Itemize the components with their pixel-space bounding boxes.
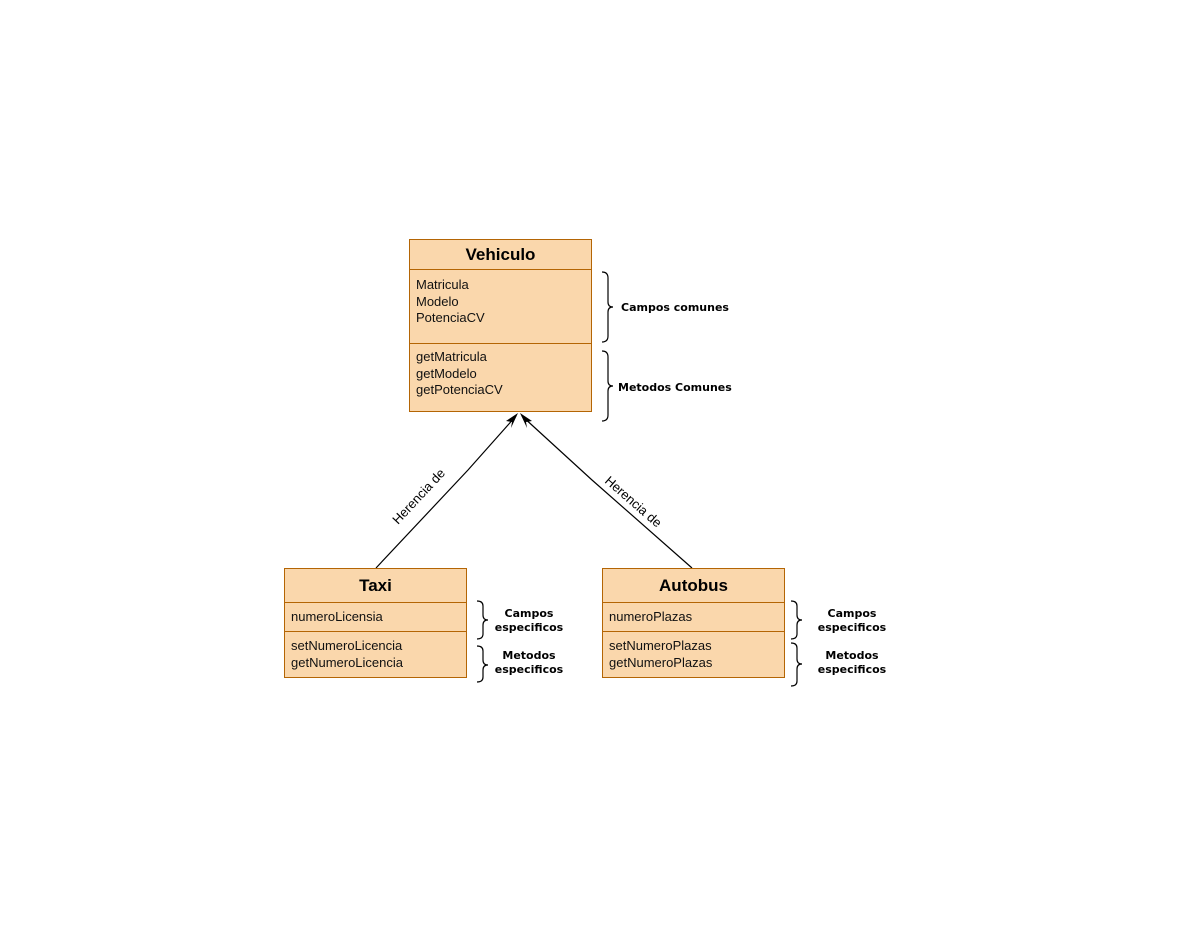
- note-line: Campos: [504, 607, 554, 620]
- class-title: Taxi: [285, 569, 466, 603]
- note-line: especificos: [494, 663, 564, 676]
- methods-compartment: getMatricula getModelo getPotenciaCV: [410, 343, 591, 402]
- field-item: numeroPlazas: [609, 609, 693, 624]
- edge-autobus-to-vehiculo[interactable]: [521, 415, 693, 569]
- edge-label-autobus: Herencia de: [602, 473, 665, 530]
- method-item: getModelo: [416, 365, 477, 381]
- methods-compartment: setNumeroLicencia getNumeroLicencia: [285, 631, 466, 674]
- edge-label-taxi: Herencia de: [389, 466, 448, 528]
- note-line: Metodos: [502, 649, 556, 662]
- note-taxi-fields: Campos especificos: [493, 607, 565, 635]
- class-autobus[interactable]: Autobus numeroPlazas setNumeroPlazas get…: [602, 568, 785, 678]
- method-item: setNumeroPlazas: [609, 638, 712, 653]
- method-item: getNumeroLicencia: [291, 654, 404, 670]
- method-item: getMatricula: [416, 349, 487, 364]
- note-autobus-methods: Metodos especificos: [815, 649, 889, 677]
- arrowhead-icon: [506, 413, 518, 428]
- brace-icon: [790, 642, 803, 687]
- note-line: Metodos: [825, 649, 879, 662]
- field-item: numeroLicensia: [291, 609, 383, 624]
- field-item: Matricula: [416, 277, 469, 292]
- fields-compartment: Matricula Modelo PotenciaCV: [410, 270, 591, 343]
- method-item: getPotenciaCV: [416, 382, 503, 397]
- method-item: setNumeroLicencia: [291, 638, 403, 653]
- method-item: getNumeroPlazas: [609, 654, 713, 670]
- fields-compartment: numeroLicensia: [285, 603, 466, 631]
- brace-icon: [476, 600, 489, 640]
- note-taxi-methods: Metodos especificos: [493, 649, 565, 677]
- brace-icon: [790, 600, 803, 640]
- brace-icon: [601, 271, 614, 343]
- note-line: especificos: [494, 621, 564, 634]
- note-line: Campos: [827, 607, 877, 620]
- edge-taxi-to-vehiculo[interactable]: [375, 415, 517, 569]
- class-title: Autobus: [603, 569, 784, 603]
- class-taxi[interactable]: Taxi numeroLicensia setNumeroLicencia ge…: [284, 568, 467, 678]
- class-title: Vehiculo: [410, 240, 591, 270]
- brace-icon: [601, 350, 614, 422]
- methods-compartment: setNumeroPlazas getNumeroPlazas: [603, 631, 784, 674]
- fields-compartment: numeroPlazas: [603, 603, 784, 631]
- class-vehiculo[interactable]: Vehiculo Matricula Modelo PotenciaCV get…: [409, 239, 592, 412]
- field-item: PotenciaCV: [416, 310, 485, 325]
- note-vehiculo-methods: Metodos Comunes: [618, 381, 732, 394]
- note-line: especificos: [817, 663, 887, 676]
- note-vehiculo-fields: Campos comunes: [621, 301, 729, 314]
- arrowhead-icon: [520, 413, 532, 428]
- note-line: especificos: [817, 621, 887, 634]
- field-item: Modelo: [416, 293, 459, 309]
- brace-icon: [476, 645, 489, 683]
- note-autobus-fields: Campos especificos: [815, 607, 889, 635]
